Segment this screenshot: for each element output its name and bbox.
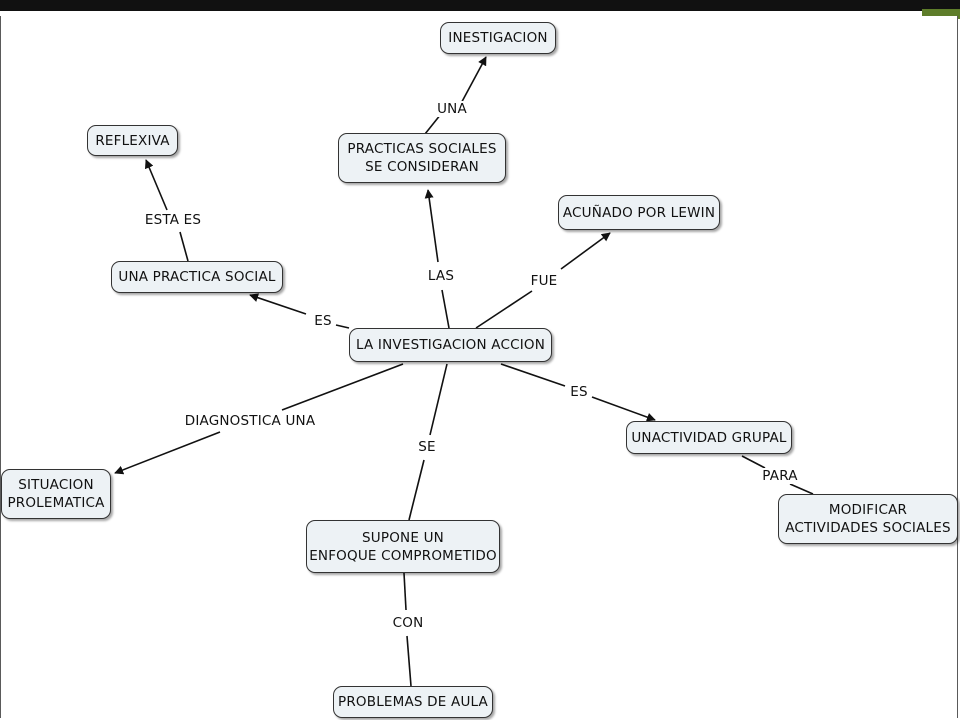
link-label-una: UNA <box>434 101 470 117</box>
link-line-es2-actividad <box>591 396 656 422</box>
link-line-practica-estaes <box>179 231 189 262</box>
concept-node-situacion-prolematica[interactable]: SITUACION PROLEMATICA <box>1 469 111 519</box>
top-bar <box>0 0 960 11</box>
top-bar-accent <box>922 9 960 19</box>
link-line-fue-acunado <box>560 232 611 270</box>
concept-node-una-practica-social[interactable]: UNA PRACTICA SOCIAL <box>111 261 283 293</box>
link-line-central-se <box>429 363 448 436</box>
concept-node-acunado-por-lewin[interactable]: ACUÑADO POR LEWIN <box>558 195 720 230</box>
link-label-se: SE <box>415 439 439 455</box>
concept-node-reflexiva[interactable]: REFLEXIVA <box>87 125 178 156</box>
link-label-es-right: ES <box>567 384 591 400</box>
concept-node-investigacion-accion[interactable]: LA INVESTIGACION ACCION <box>349 328 552 362</box>
link-line-central-las <box>441 289 450 329</box>
link-line-es-practica <box>249 293 307 315</box>
link-line-se-supone <box>408 459 425 521</box>
link-line-central-es <box>335 324 350 329</box>
link-label-para: PARA <box>759 468 801 484</box>
link-line-con-problemas <box>406 635 412 687</box>
concept-node-practicas-sociales[interactable]: PRACTICAS SOCIALES SE CONSIDERAN <box>338 133 506 183</box>
concept-node-supone-enfoque[interactable]: SUPONE UN ENFOQUE COMPROMETIDO <box>306 520 500 573</box>
link-line-estaes-reflexiva <box>144 159 168 211</box>
link-line-una-inestigacion <box>457 56 487 110</box>
link-label-fue: FUE <box>527 273 561 289</box>
link-line-para-modificar <box>789 483 814 495</box>
link-label-esta-es: ESTA ES <box>141 212 205 228</box>
concept-node-inestigacion[interactable]: INESTIGACION <box>440 22 556 54</box>
concept-node-actividad-grupal[interactable]: UNACTIVIDAD GRUPAL <box>626 421 792 454</box>
link-label-con: CON <box>389 615 427 631</box>
link-line-central-es2 <box>500 363 566 387</box>
link-line-actividad-para <box>741 455 766 469</box>
link-line-supone-con <box>403 572 407 611</box>
link-label-es-left: ES <box>311 313 335 329</box>
concept-node-problemas-de-aula[interactable]: PROBLEMAS DE AULA <box>333 686 493 718</box>
link-label-diagnostica-una: DIAGNOSTICA UNA <box>181 413 319 429</box>
link-line-diagnostica-situacion <box>114 431 221 475</box>
link-line-central-diagnostica <box>281 363 404 411</box>
link-line-central-fue <box>475 290 533 329</box>
link-label-las: LAS <box>424 268 458 284</box>
concept-node-modificar-actividades[interactable]: MODIFICAR ACTIVIDADES SOCIALES <box>778 494 958 544</box>
link-line-las-practicas <box>424 189 439 263</box>
